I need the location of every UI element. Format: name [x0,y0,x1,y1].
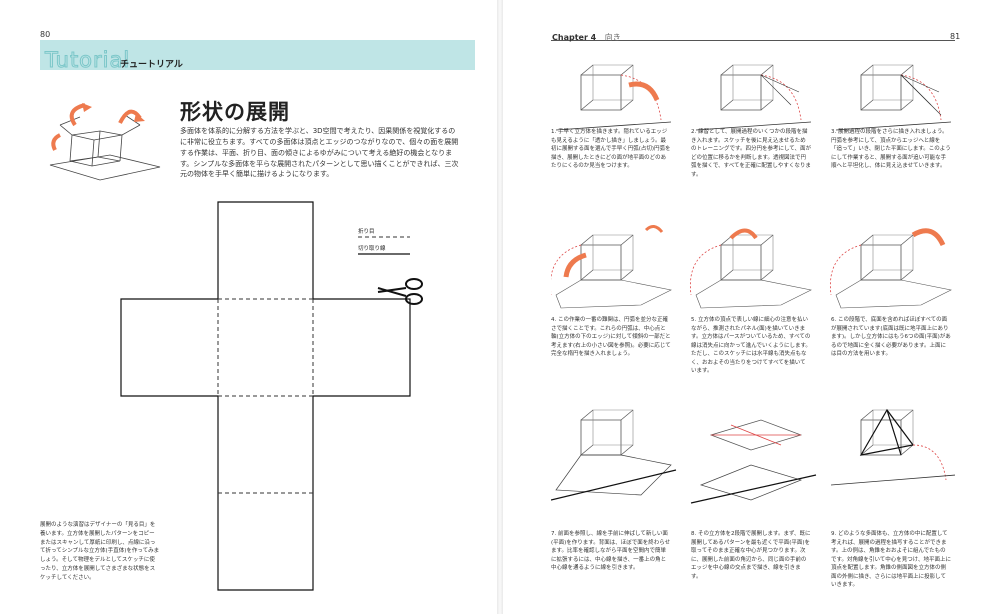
step-8-caption: 8. その立方体を2段階で展開します。まず、既に展開してあるパターンを最も近くで… [691,530,811,581]
step-4-figure [551,226,671,308]
step-1-figure [556,65,671,130]
chapter-label: Chapter 4 [552,33,596,42]
step-3-figure [836,65,951,130]
step-9-caption: 9. どのような多面体も、立方体の中に配置して考えれば、展開の過程を描写すること… [831,530,951,590]
step-5-figure [690,231,811,309]
step-4-caption: 4. この作業の一番の難関は、円弧を並分な正確さで描くことです。これらの円弧は、… [551,316,671,359]
step-1-caption: 1. 手早く立方体を描きます。隠れているエッジも見えるように「透かし描き」しまし… [551,128,671,171]
side-note: 展開のような演習はデザイナーの「見る目」を養います。立方体を展開したパターンをコ… [40,521,160,583]
step-6-figure [830,231,951,308]
page-number-right: 81 [950,32,960,41]
step-9-figure [831,410,955,485]
step-2-figure [696,65,811,130]
legend-cut-label: 切り取り線 [358,244,386,252]
step-8-figure [691,420,816,503]
left-page: 80 Tutorial チュートリアル 形状の展開 多面体を体系的に分解する方法… [0,0,497,614]
legend-fold-label: 折り目 [358,227,375,235]
step-6-caption: 6. この段階で、底面を含めればほぼすべての面が展開されています(底面は既に地平… [831,316,951,359]
chapter-heading: Chapter 4 向き [552,32,621,43]
step-7-figure [551,410,676,500]
scissors-icon [378,279,422,304]
step-3-caption: 3. 展開過程の段階をさらに描き入れましょう。円弧を参考にして、頂点からエッジへ… [831,128,951,171]
step-2-caption: 2. 練習として、展開過程のいくつかの段階を描き入れます。スケッチを後に見え込ま… [691,128,811,179]
steps-illustrations [551,45,955,545]
chapter-title: 向き [605,33,621,42]
step-7-caption: 7. 前面を参照し、線を手前に伸ばして新しい面(平面)を作ります。背面は、ほぼで… [551,530,671,573]
step-5-caption: 5. 立方体の頂点で表しい線に細心の注意を払いながら、推測されたパネル(面)を描… [691,316,811,376]
